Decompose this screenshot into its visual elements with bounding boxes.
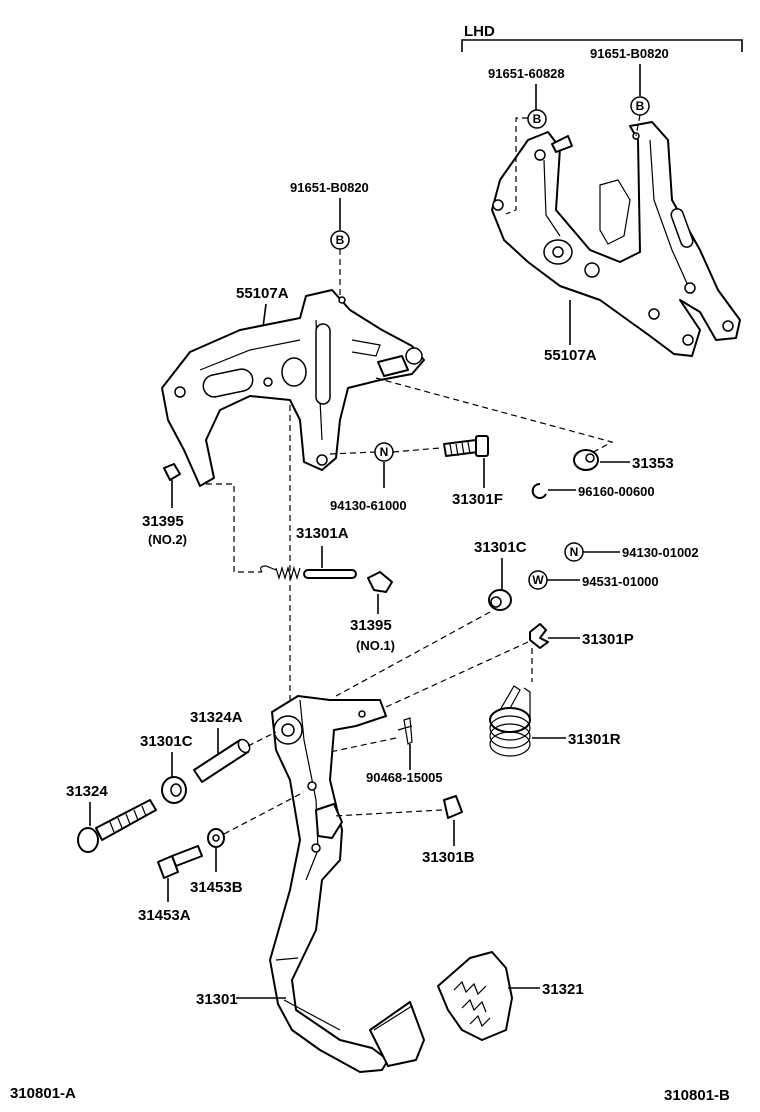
b-symbol-circle (527, 109, 547, 129)
label-94130-01002: 94130-01002 (622, 545, 699, 560)
ref-code-right: 310801-B (664, 1087, 730, 1104)
bolt-31324 (77, 799, 157, 853)
label-31324: 31324 (66, 783, 108, 800)
label-31395-no1-sub: (NO.1) (356, 638, 395, 653)
b-symbol-text-2: B (636, 99, 645, 113)
label-96160-00600: 96160-00600 (578, 484, 655, 499)
clip-31395-no1 (367, 571, 393, 593)
label-31353: 31353 (632, 455, 674, 472)
n-symbol-text-2: N (570, 545, 579, 559)
clip-90468-15005 (403, 717, 413, 745)
lhd-section: LHD 91651-60828 B 91651-B0820 (461, 23, 743, 364)
label-31301p: 31301P (582, 631, 634, 648)
label-31301c-left: 31301C (140, 733, 193, 750)
label-55107a-main: 55107A (236, 285, 289, 302)
clip-31395-no2 (163, 463, 181, 481)
b-symbol-text: B (533, 112, 542, 126)
pedal-pad-31321 (437, 951, 513, 1041)
label-91651-b0820-lhd: 91651-B0820 (590, 46, 669, 61)
bushing-31353 (573, 449, 599, 471)
label-91651-b0820: 91651-B0820 (290, 180, 369, 195)
ref-code-left: 310801-A (10, 1085, 76, 1102)
label-31301c-top: 31301C (474, 539, 527, 556)
label-90468-15005: 90468-15005 (366, 770, 443, 785)
lhd-label: LHD (464, 23, 495, 40)
label-31301f: 31301F (452, 491, 503, 508)
label-31395-no2: 31395 (142, 513, 184, 530)
label-31453a: 31453A (138, 907, 191, 924)
label-31395-no2-sub: (NO.2) (148, 532, 187, 547)
pin-31324a (193, 738, 251, 783)
label-31301a: 31301A (296, 525, 349, 542)
label-31301: 31301 (196, 991, 238, 1008)
nut-31453b (207, 828, 225, 848)
spring-31301a (260, 565, 357, 581)
spring-31301r (489, 685, 531, 757)
label-94130-61000: 94130-61000 (330, 498, 407, 513)
label-31395-no1: 31395 (350, 617, 392, 634)
b-symbol-text-3: B (336, 233, 345, 247)
label-94531-01000: 94531-01000 (582, 574, 659, 589)
label-31324a: 31324A (190, 709, 243, 726)
label-31453b: 31453B (190, 879, 243, 896)
bolt-31301f (443, 435, 489, 457)
label-31301b: 31301B (422, 849, 475, 866)
clip-96160-00600 (531, 482, 547, 499)
label-91651-60828: 91651-60828 (488, 66, 565, 81)
bushing-31301c-top (488, 589, 512, 611)
n-symbol-text: N (380, 445, 389, 459)
clip-31301p (529, 623, 549, 649)
w-symbol-text: W (532, 573, 544, 587)
lhd-bracket-line (461, 39, 743, 52)
label-31301r: 31301R (568, 731, 621, 748)
pedal-arm-31301 (269, 695, 425, 1073)
main-bracket-55107a: 91651-B0820 B 55107A (161, 180, 425, 487)
label-31321: 31321 (542, 981, 584, 998)
lhd-bracket-55107a (491, 121, 741, 357)
label-55107a-lhd: 55107A (544, 347, 597, 364)
stopper-31301b (443, 795, 463, 819)
bolt-31453a (157, 845, 203, 879)
bushing-31301c-left (161, 776, 187, 804)
